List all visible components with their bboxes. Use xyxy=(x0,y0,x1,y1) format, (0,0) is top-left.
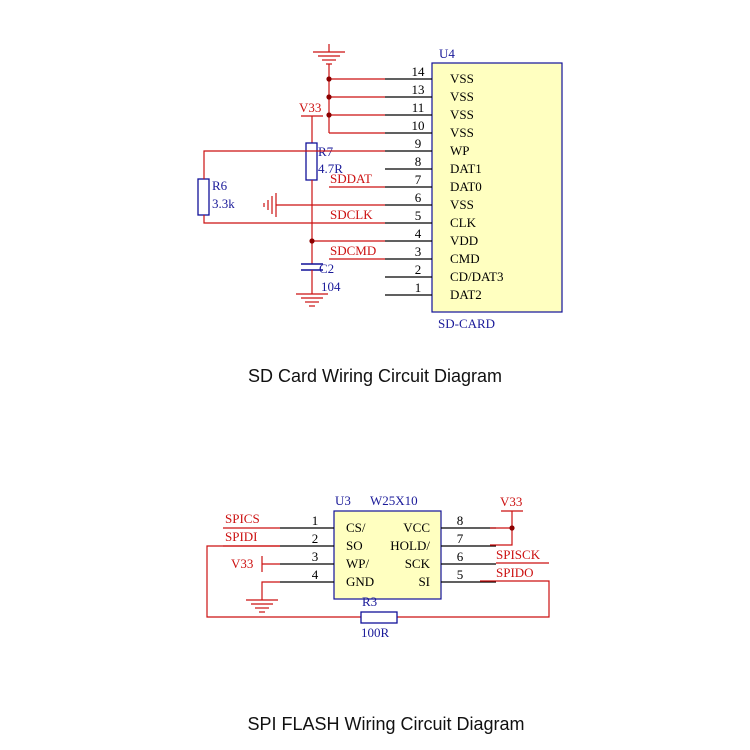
r6-wires xyxy=(203,150,385,224)
flash-pin-name: GND xyxy=(346,574,374,589)
sd-pin-name: CLK xyxy=(450,215,477,230)
ground-symbol-side xyxy=(263,193,385,217)
vss-junctions xyxy=(326,76,332,118)
spics-label: SPICS xyxy=(225,511,260,526)
spisck-label: SPISCK xyxy=(496,547,541,562)
sd-power-label: V33 xyxy=(299,100,321,115)
r7-resistor xyxy=(305,142,318,181)
sd-pin-number: 3 xyxy=(415,244,422,259)
sd-card-body xyxy=(431,62,563,313)
r6-ref: R6 xyxy=(212,178,228,193)
sd-pin-name: VSS xyxy=(450,71,474,86)
flash-chip-pins: 1 CS/2 SO 3 WP/4 GND 8 VCC 7 HOLD/6 SCK 5 SI xyxy=(280,513,496,589)
flash-pin-number: 5 xyxy=(457,567,464,582)
flash-pin-name: SCK xyxy=(405,556,431,571)
sd-pin-name: VSS xyxy=(450,107,474,122)
sd-pin-name: VSS xyxy=(450,197,474,212)
r3-resistor xyxy=(360,611,398,624)
sd-pin-number: 5 xyxy=(415,208,422,223)
sd-pin-name: CMD xyxy=(450,251,480,266)
flash-pin-number: 2 xyxy=(312,531,319,546)
sd-pin-name: VSS xyxy=(450,89,474,104)
sddat-label: SDDAT xyxy=(330,171,372,186)
flash-pin-number: 8 xyxy=(457,513,464,528)
sd-pin-number: 9 xyxy=(415,136,422,151)
spidi-label: SPIDI xyxy=(225,529,258,544)
flash-pin-name: HOLD/ xyxy=(390,538,430,553)
flash-pin-number: 1 xyxy=(312,513,319,528)
sd-pin-number: 14 xyxy=(412,64,426,79)
sd-pin-name: DAT1 xyxy=(450,161,482,176)
sd-card-ref: U4 xyxy=(439,46,455,61)
ground-symbol-top xyxy=(313,44,345,65)
flash-pin-name: WP/ xyxy=(346,556,370,571)
sd-pin-number: 13 xyxy=(412,82,425,97)
flash-pin-number: 4 xyxy=(312,567,319,582)
r7-wires xyxy=(311,180,385,264)
flash-pin-name: CS/ xyxy=(346,520,366,535)
c2-ground xyxy=(296,270,328,307)
sd-pin-number: 8 xyxy=(415,154,422,169)
r3-ref: R3 xyxy=(362,594,377,609)
flash-vcc-power-symbol xyxy=(490,510,523,546)
sd-pin-number: 1 xyxy=(415,280,422,295)
r6-resistor xyxy=(197,178,210,216)
flash-vcc-junction xyxy=(509,525,515,531)
sd-pin-number: 2 xyxy=(415,262,422,277)
flash-chip-body xyxy=(333,510,442,600)
flash-ref: U3 xyxy=(335,493,351,508)
flash-vcc-power-label: V33 xyxy=(500,494,522,509)
sd-pin-name: DAT0 xyxy=(450,179,482,194)
sd-pin-name: VSS xyxy=(450,125,474,140)
flash-pin-number: 3 xyxy=(312,549,319,564)
sd-pin-number: 10 xyxy=(412,118,425,133)
spi-flash-schematic: U3 W25X10 1 CS/2 SO 3 WP/4 GND 8 VCC 7 HOLD/6 SCK 5… xyxy=(206,493,550,734)
sd-power-symbol xyxy=(301,115,323,143)
flash-pin-name: VCC xyxy=(403,520,430,535)
sd-pin-number: 7 xyxy=(415,172,422,187)
flash-part: W25X10 xyxy=(370,493,418,508)
c2-ref: C2 xyxy=(319,261,334,276)
c2-value: 104 xyxy=(321,279,341,294)
sd-pin-number: 4 xyxy=(415,226,422,241)
flash-left-wires xyxy=(206,527,550,618)
sd-caption: SD Card Wiring Circuit Diagram xyxy=(248,366,502,386)
flash-pin-name: SO xyxy=(346,538,363,553)
r7-value: 4.7R xyxy=(318,161,343,176)
flash-caption: SPI FLASH Wiring Circuit Diagram xyxy=(247,714,524,734)
sdcmd-label: SDCMD xyxy=(330,243,376,258)
sd-pin-number: 6 xyxy=(415,190,422,205)
sd-pin-name: VDD xyxy=(450,233,478,248)
flash-wp-power-label: V33 xyxy=(231,556,253,571)
spido-label: SPIDO xyxy=(496,565,534,580)
r6-value: 3.3k xyxy=(212,196,235,211)
flash-pin-number: 6 xyxy=(457,549,464,564)
sd-pin-name: DAT2 xyxy=(450,287,482,302)
sd-pin-number: 11 xyxy=(412,100,425,115)
vdd-junction xyxy=(309,238,315,244)
sdclk-label: SDCLK xyxy=(330,207,373,222)
vss-bus-wires xyxy=(328,64,385,134)
sd-pin-name: CD/DAT3 xyxy=(450,269,503,284)
sd-card-part: SD-CARD xyxy=(438,316,495,331)
sd-pin-name: WP xyxy=(450,143,470,158)
flash-pin-number: 7 xyxy=(457,531,464,546)
r3-value: 100R xyxy=(361,625,390,640)
flash-pin-name: SI xyxy=(418,574,430,589)
